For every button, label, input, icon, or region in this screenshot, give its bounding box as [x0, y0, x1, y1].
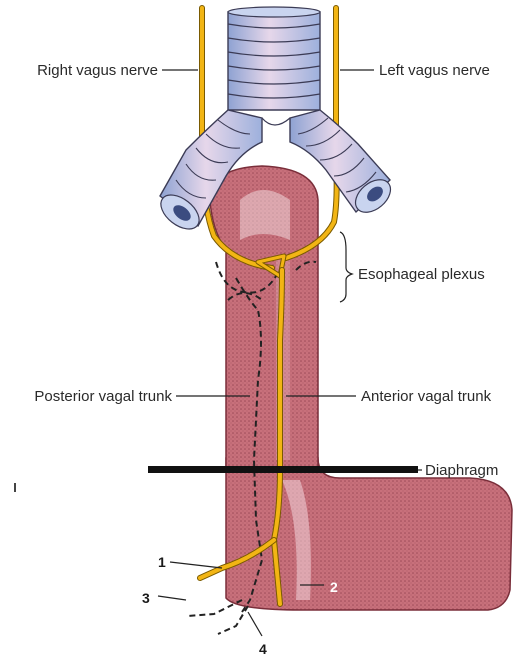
- posterior-trunk-label: Posterior vagal trunk: [34, 388, 172, 405]
- callout-1: 1: [158, 554, 166, 570]
- anterior-trunk-label: Anterior vagal trunk: [361, 388, 492, 405]
- left-vagus-label: Left vagus nerve: [379, 62, 490, 79]
- callout-4: 4: [259, 641, 267, 657]
- stomach: [226, 458, 512, 610]
- diaphragm-label: Diaphragm: [425, 462, 498, 479]
- diaphragm-line: [148, 466, 418, 473]
- callout-3: 3: [142, 590, 150, 606]
- esophageal-plexus-label: Esophageal plexus: [358, 266, 485, 283]
- right-vagus-label: Right vagus nerve: [37, 62, 158, 79]
- callout-2: 2: [330, 579, 338, 595]
